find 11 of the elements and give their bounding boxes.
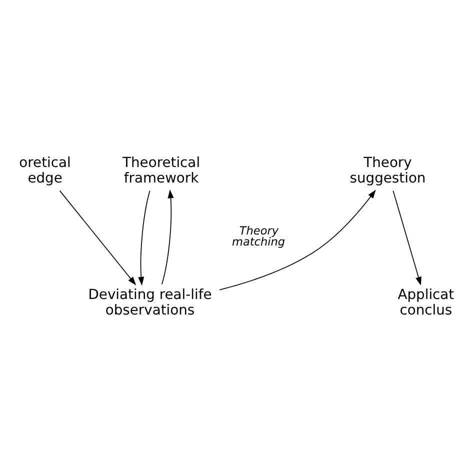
arrow <box>219 189 376 290</box>
label: Theory matching <box>232 224 286 248</box>
node-text: Theoretical framework <box>122 154 200 186</box>
arrow <box>392 190 422 286</box>
arrow <box>59 190 136 285</box>
node-text: Theory suggestion <box>350 154 426 186</box>
node-text: Applicat conclus <box>398 286 454 318</box>
node-text: oretical edge <box>19 154 71 186</box>
arrow <box>161 188 174 284</box>
arrow <box>138 190 150 286</box>
node-text: Deviating real-life observations <box>88 286 212 318</box>
